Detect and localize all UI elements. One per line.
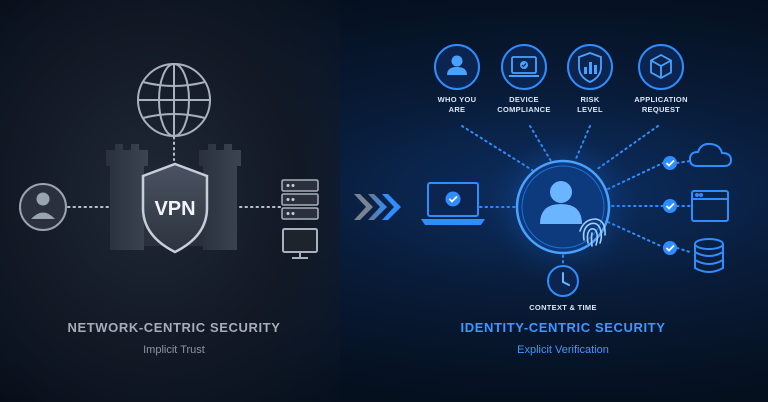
globe-icon bbox=[137, 63, 211, 137]
factor-label-device-compliance: DEVICE COMPLIANCE bbox=[497, 95, 551, 114]
transition-arrows-icon bbox=[354, 194, 401, 220]
vpn-shield-icon: VPN bbox=[141, 162, 209, 254]
factor-label-application-request: APPLICATION REQUEST bbox=[634, 95, 688, 114]
monitor-icon bbox=[282, 228, 318, 259]
risk-level-icon bbox=[567, 44, 613, 90]
network-connectors bbox=[67, 136, 283, 208]
context-time-label: CONTEXT & TIME bbox=[529, 303, 597, 312]
who-you-are-icon bbox=[434, 44, 480, 90]
identity-subtitle: Explicit Verification bbox=[517, 344, 609, 356]
cloud-icon bbox=[688, 142, 733, 167]
browser-window-icon bbox=[691, 190, 729, 222]
identity-caption: IDENTITY-CENTRIC SECURITY Explicit Verif… bbox=[433, 320, 693, 356]
clock-icon bbox=[547, 265, 579, 297]
user-icon bbox=[19, 183, 67, 231]
vpn-label: VPN bbox=[154, 198, 195, 220]
database-icon bbox=[694, 238, 724, 273]
check-badge-icon bbox=[663, 241, 677, 255]
network-subtitle: Implicit Trust bbox=[143, 344, 205, 356]
fingerprint-icon bbox=[579, 218, 606, 247]
factor-label-risk-level: RISK LEVEL bbox=[577, 95, 603, 114]
server-rack-icon bbox=[281, 179, 319, 220]
identity-title: IDENTITY-CENTRIC SECURITY bbox=[460, 320, 666, 335]
network-caption: NETWORK-CENTRIC SECURITY Implicit Trust bbox=[44, 320, 304, 356]
network-title: NETWORK-CENTRIC SECURITY bbox=[67, 320, 281, 335]
identity-hub-icon bbox=[515, 159, 611, 255]
laptop-icon bbox=[421, 182, 485, 225]
device-compliance-icon bbox=[501, 44, 547, 90]
check-badge-icon bbox=[663, 156, 677, 170]
application-request-icon bbox=[638, 44, 684, 90]
factor-label-who-you-are: WHO YOU ARE bbox=[437, 95, 477, 114]
check-badge-icon bbox=[663, 199, 677, 213]
